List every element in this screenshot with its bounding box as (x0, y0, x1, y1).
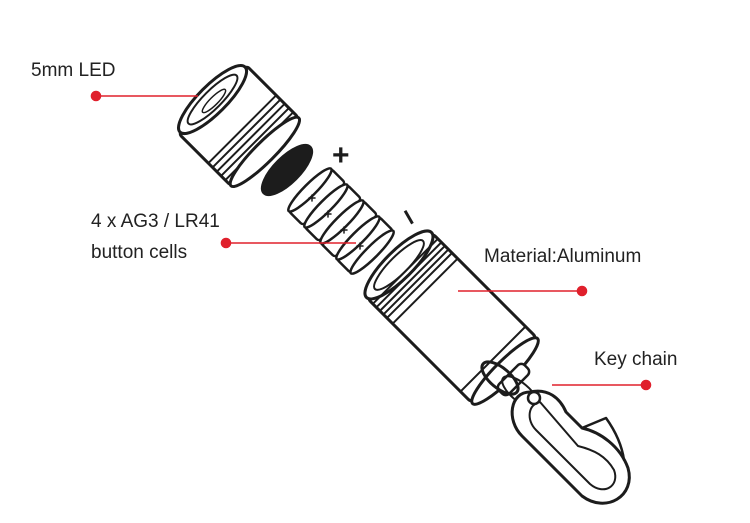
cells-label-line2: button cells (91, 242, 188, 263)
material-label: Material:Aluminum (484, 246, 642, 267)
led-callout-line (90, 90, 198, 102)
led-label: 5mm LED (31, 60, 116, 81)
keychain-callout-line (552, 379, 652, 391)
plus-symbol: + (332, 139, 350, 172)
flashlight-head-drawing (177, 64, 302, 189)
carabiner-clip-drawing (480, 360, 631, 505)
battery-stack-drawing (287, 167, 395, 275)
keychain-label: Key chain (594, 349, 678, 370)
cells-callout-line (220, 237, 356, 249)
gasket-drawing (260, 143, 314, 197)
minus-symbol: – (392, 201, 429, 232)
cells-label-line1: 4 x AG3 / LR41 (91, 211, 220, 232)
material-callout-line (458, 285, 588, 297)
